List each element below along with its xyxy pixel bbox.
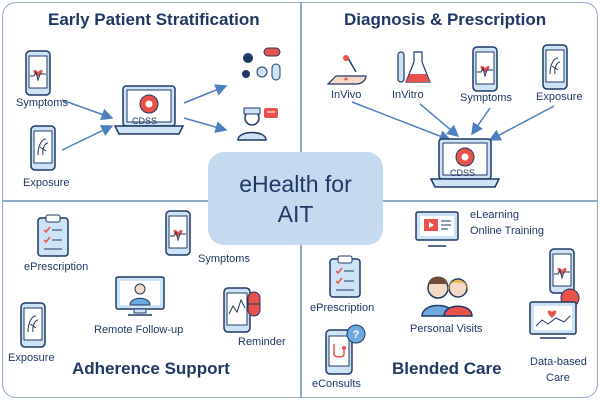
label-cdss-tl: CDSS xyxy=(132,116,158,126)
title-adherence-support: Adherence Support xyxy=(72,359,230,378)
svg-text:?: ? xyxy=(353,329,360,341)
label-symptoms-bl: Symptoms xyxy=(198,253,250,265)
label-symptoms-tl: Symptoms xyxy=(16,97,68,109)
label-exposure-tl: Exposure xyxy=(23,177,70,189)
quadrant-blended-care xyxy=(300,200,598,398)
label-data-based: Data-based xyxy=(530,356,587,368)
label-symptoms-tr: Symptoms xyxy=(460,92,512,104)
phone-exposure-icon xyxy=(542,44,568,90)
pills-icon xyxy=(242,47,281,81)
quadrant-adherence-support xyxy=(2,200,302,398)
phone-heart-icon xyxy=(472,46,498,92)
remote-doctor-monitor-icon xyxy=(115,276,165,316)
label-cdss-tr: CDSS xyxy=(450,168,476,178)
label-exposure-tr: Exposure xyxy=(536,91,583,103)
quadrant-early-stratification xyxy=(2,2,302,202)
label-invivo: InVivo xyxy=(331,89,362,101)
title-diagnosis-prescription: Diagnosis & Prescription xyxy=(344,10,547,29)
phone-heart-icon xyxy=(25,50,51,96)
phone-exposure-icon xyxy=(30,125,56,171)
skin-test-icon xyxy=(326,55,367,85)
doctor-chat-icon xyxy=(237,107,278,141)
cdss-laptop-icon xyxy=(429,138,501,188)
elearning-monitor-icon xyxy=(415,211,459,247)
phone-heart-icon xyxy=(165,210,191,256)
title-early-stratification: Early Patient Stratification xyxy=(48,10,260,29)
label-elearning: eLearning xyxy=(470,209,519,221)
center-title-line2: AIT xyxy=(277,200,314,227)
label-remote-followup: Remote Follow-up xyxy=(94,324,184,336)
label-invitro: InVitro xyxy=(392,89,424,101)
label-reminder: Reminder xyxy=(238,336,286,348)
label-eprescription-br: ePrescription xyxy=(310,302,375,314)
label-eprescription-bl: ePrescription xyxy=(24,261,89,273)
data-care-monitor-icon xyxy=(529,288,580,339)
reminder-pill-phone-icon xyxy=(223,287,261,333)
cdss-laptop-icon xyxy=(113,85,185,135)
two-people-icon xyxy=(421,276,473,317)
quadrant-diagnosis-prescription xyxy=(300,2,598,202)
phone-heart-icon xyxy=(549,248,575,294)
label-care: Care xyxy=(546,372,570,384)
center-title-line1: eHealth for xyxy=(239,170,352,197)
center-box: eHealth for AIT xyxy=(208,152,383,245)
prescription-clipboard-icon xyxy=(329,255,361,298)
lab-flask-icon xyxy=(397,51,431,83)
label-online-training: Online Training xyxy=(470,225,544,237)
phone-exposure-icon xyxy=(20,302,46,348)
title-blended-care: Blended Care xyxy=(392,359,502,378)
label-exposure-bl: Exposure xyxy=(8,352,55,364)
econsult-phone-icon: ? xyxy=(325,324,366,375)
label-econsults: eConsults xyxy=(312,378,361,390)
label-personal-visits: Personal Visits xyxy=(410,323,483,335)
prescription-clipboard-icon xyxy=(37,214,69,257)
